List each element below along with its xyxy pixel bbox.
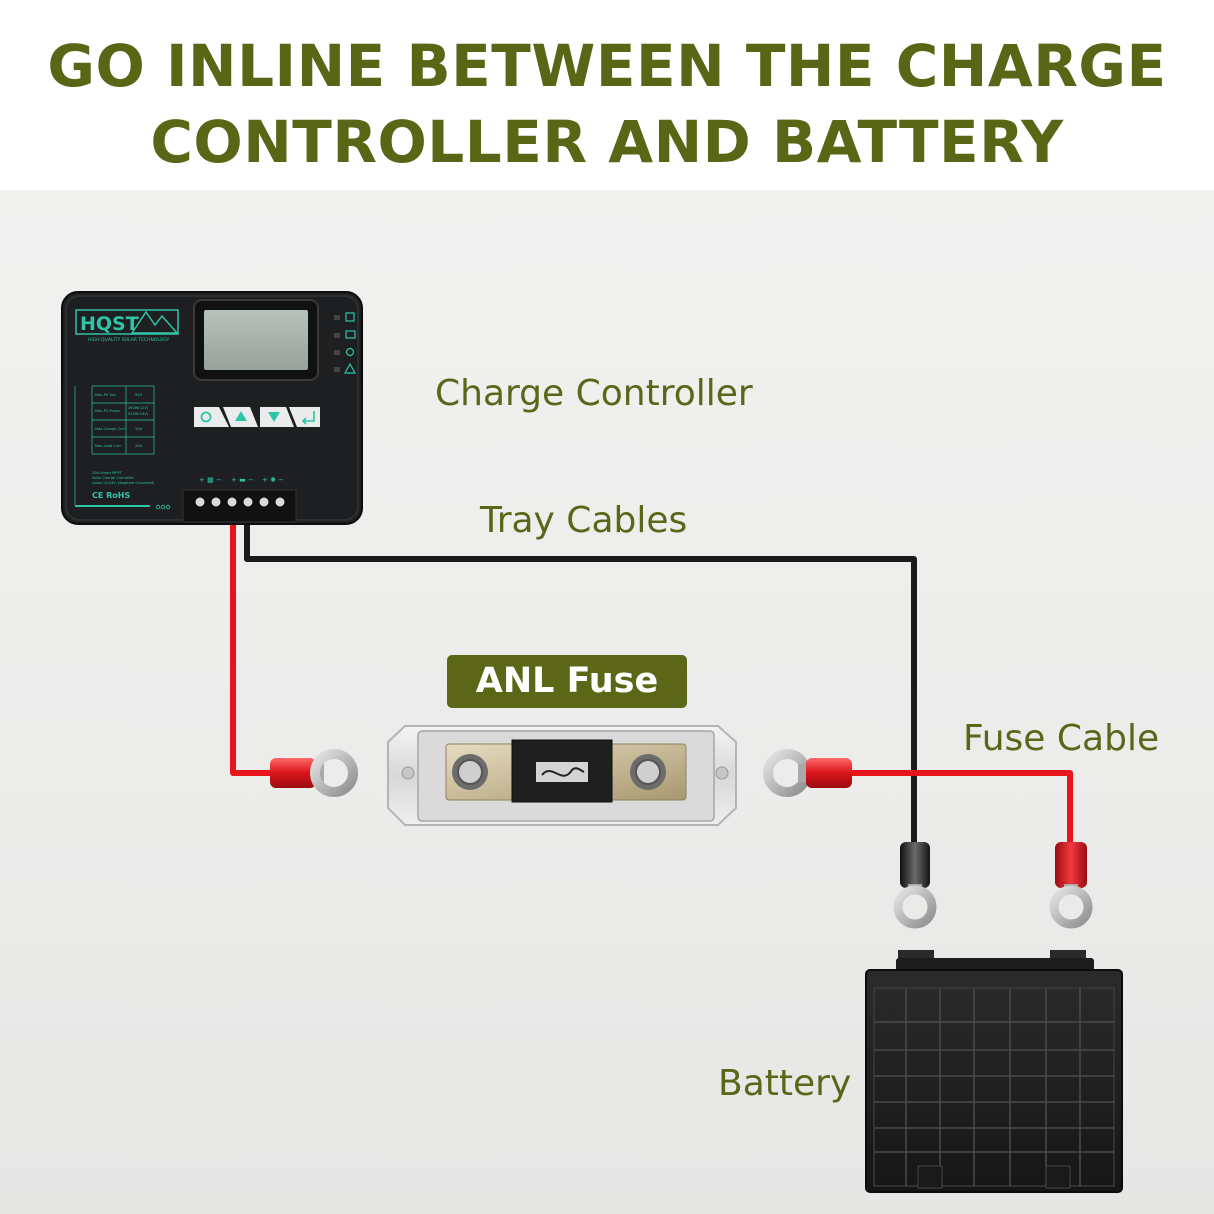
gear-icon <box>200 411 212 423</box>
battery <box>865 950 1123 1193</box>
tray-cable-black <box>244 518 917 848</box>
svg-text:520W(24V): 520W(24V) <box>128 412 149 416</box>
header: GO INLINE BETWEEN THE CHARGE CONTROLLER … <box>0 0 1214 190</box>
status-indicators <box>334 312 357 374</box>
title-line-2: CONTROLLER AND BATTERY <box>150 108 1064 176</box>
page-title: GO INLINE BETWEEN THE CHARGE CONTROLLER … <box>0 28 1214 180</box>
svg-text:HQST: HQST <box>80 313 139 335</box>
lcd-screen <box>193 299 319 381</box>
label-fuse-cable: Fuse Cable <box>963 718 1160 759</box>
spec-row-1: Max.PV Voc <box>95 393 116 397</box>
model-line-2: Solar Charge Controller <box>92 476 135 480</box>
fuse-stud-right <box>630 754 666 790</box>
ring-terminal-battery-positive <box>1049 842 1093 929</box>
svg-text:HIGH QUALITY SOLAR TECHNOLOGY: HIGH QUALITY SOLAR TECHNOLOGY <box>88 337 170 343</box>
svg-text:94V: 94V <box>135 393 143 397</box>
ring-terminal-fuse-input <box>270 749 358 797</box>
anl-fuse-holder <box>387 725 737 826</box>
spec-row-4: Max.Load Curr <box>95 444 122 448</box>
spec-table <box>74 385 155 505</box>
terminal-icons: + ▦ − + ▬ − + ✺ − <box>199 476 284 484</box>
tray-cable-red <box>230 518 272 776</box>
ring-terminal-fuse-output <box>763 749 852 797</box>
svg-text:20A: 20A <box>135 427 143 431</box>
label-battery: Battery <box>718 1063 852 1104</box>
svg-text:+ ✺ −: + ✺ − <box>262 476 284 484</box>
hqst-logo: HQST HIGH QUALITY SOLAR TECHNOLOGY <box>75 309 179 343</box>
fuse-stud-left <box>452 754 488 790</box>
cert-marks: CE RoHS <box>92 491 130 500</box>
svg-text:20A: 20A <box>135 444 143 448</box>
svg-text:260W(12V): 260W(12V) <box>128 406 149 410</box>
model-line-1: 20A Smart MPPT <box>92 471 123 475</box>
title-line-1: GO INLINE BETWEEN THE CHARGE <box>47 32 1167 100</box>
bulb-icon <box>345 347 355 357</box>
down-arrow-icon <box>268 412 280 422</box>
spec-row-3: Max.Charge Curr <box>95 427 126 431</box>
ring-terminal-battery-negative <box>893 842 937 929</box>
battery-icon <box>345 330 356 339</box>
label-anl-fuse: ANL Fuse <box>447 655 687 708</box>
svg-text:+ ▬ −: + ▬ − <box>231 476 254 484</box>
gear-button[interactable] <box>194 407 229 427</box>
control-buttons <box>194 407 320 427</box>
warning-icon <box>343 362 357 374</box>
spec-row-2: Max.PV Power <box>95 409 121 413</box>
up-arrow-icon <box>235 411 247 421</box>
charge-controller: HQST HIGH QUALITY SOLAR TECHNOLOGY <box>61 291 363 525</box>
label-charge-controller: Charge Controller <box>435 373 753 414</box>
model-line-3: (Auto 12/24V, Negative Grounded) <box>92 481 155 485</box>
svg-text:+ ▦ −: + ▦ − <box>199 476 222 484</box>
solar-panel-icon <box>345 312 355 322</box>
return-icon <box>301 411 315 425</box>
fuse-cable-red <box>848 770 1073 845</box>
return-button[interactable] <box>289 407 320 427</box>
label-tray-cables: Tray Cables <box>480 500 688 541</box>
terminal-block <box>182 489 297 523</box>
